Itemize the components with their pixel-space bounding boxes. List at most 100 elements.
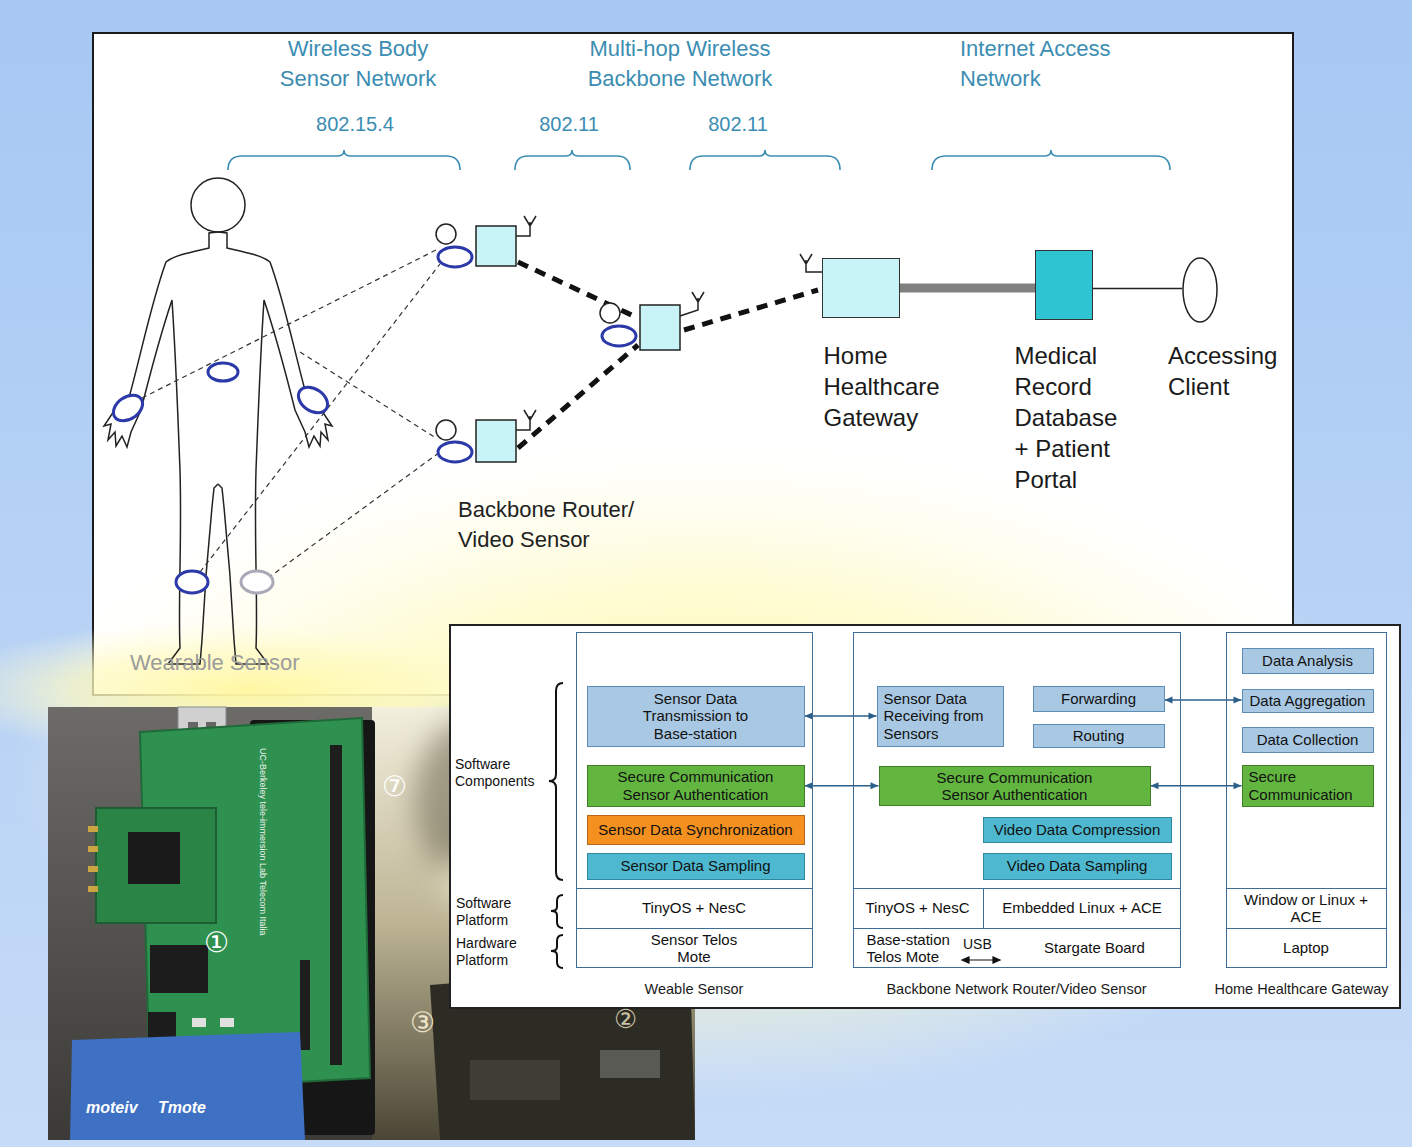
- sampling-box: Sensor Data Sampling: [587, 853, 805, 880]
- node-text: Base-station Telos Mote: [867, 931, 967, 966]
- svg-g: [218, 232, 332, 664]
- node-text: Video Data Sampling: [1007, 857, 1148, 874]
- video-box: Video Data Sampling: [983, 853, 1172, 880]
- security-box: Secure Communication Sensor Authenticati…: [879, 766, 1151, 807]
- router-label: Backbone Router/ Video Sensor: [458, 495, 658, 554]
- row-label: Hardware Platform: [456, 935, 548, 969]
- connector-line: [1151, 785, 1242, 786]
- arrow-head: [869, 712, 877, 719]
- svg-path: [516, 410, 536, 430]
- software-panel: [450, 625, 1400, 1008]
- node-text: Data Aggregation: [1250, 692, 1366, 709]
- video-box: Video Data Compression: [983, 817, 1172, 843]
- svg-polygon: [962, 957, 969, 963]
- client-oval: Accessing Client: [1182, 257, 1218, 323]
- network-heading: Multi-hop Wireless Backbone Network: [570, 34, 790, 93]
- svg-line: [518, 345, 638, 448]
- connector: [1151, 782, 1242, 789]
- svg-ellipse: [438, 442, 472, 462]
- column-title: Weable Sensor: [556, 980, 833, 999]
- svg-ellipse: [176, 571, 208, 593]
- arrow-head: [1234, 782, 1242, 789]
- svg-path: [515, 150, 630, 170]
- svg-rect: [300, 960, 310, 1050]
- node-text: Secure Communication Sensor Authenticati…: [927, 769, 1102, 804]
- software-box: Routing: [1033, 724, 1165, 748]
- board-silkscreen: UC-Berkeley tele-immersion Lab Telecom I…: [257, 748, 268, 935]
- svg-ellipse: [208, 363, 238, 381]
- connector: [900, 288, 1035, 289]
- svg-line: [684, 290, 818, 330]
- column-title: Backbone Network Router/Video Sensor: [853, 980, 1181, 999]
- node-text: Forwarding: [1061, 690, 1136, 707]
- svg-circle: [191, 178, 245, 232]
- svg-rect: [640, 305, 680, 350]
- connector-line: [805, 715, 877, 716]
- sensor-links: [142, 250, 440, 578]
- node-text: Window or Linux + ACE: [1240, 891, 1372, 926]
- hardware-cell: Stargate Board: [983, 928, 1181, 968]
- component-column: Home Healthcare GatewayData AnalysisData…: [1226, 632, 1387, 968]
- node-text: Embedded Linux + ACE: [1002, 899, 1162, 916]
- row-label: Software Platform: [456, 895, 548, 929]
- node-caption: Accessing Client: [1168, 340, 1288, 402]
- client-ellipse: [1183, 258, 1217, 322]
- human-figure: [104, 178, 332, 664]
- software-box: Sensor Data Receiving from Sensors: [877, 686, 1004, 747]
- node-text: Sensor Data Synchronization: [598, 821, 792, 838]
- svg-rect: [192, 1018, 206, 1027]
- svg-ellipse: [438, 247, 472, 267]
- security-box: Secure Communication: [1242, 765, 1374, 807]
- network-heading: Internet Access Network: [960, 34, 1140, 93]
- platform-cell: Embedded Linux + ACE: [983, 888, 1181, 928]
- component-column: Weable SensorSensor Data Transmission to…: [576, 632, 813, 968]
- svg-path: [690, 150, 840, 170]
- connector-line: [1165, 699, 1242, 700]
- board-brand: moteiv: [86, 1098, 138, 1117]
- node-text: Data Analysis: [1262, 652, 1353, 669]
- platform-braces: [549, 683, 563, 968]
- arrow-head: [871, 782, 879, 789]
- svg-path: [932, 150, 1170, 170]
- platform-cell: TinyOS + NesC: [576, 888, 813, 928]
- platform-cell: Window or Linux + ACE: [1226, 888, 1387, 928]
- svg-rect: [88, 866, 98, 872]
- node-text: Sensor Telos Mote: [644, 931, 744, 966]
- hardware-cell: Laptop: [1226, 928, 1387, 968]
- usb-arrow: [962, 957, 1000, 963]
- svg-path: [549, 683, 563, 880]
- svg-rect: [88, 886, 98, 892]
- node-text: Secure Communication: [1249, 768, 1367, 803]
- callout-number: ②: [614, 1004, 637, 1035]
- svg-circle: [600, 303, 620, 323]
- wearable-sensors: [109, 363, 333, 593]
- protocol-label: 802.11: [519, 112, 619, 136]
- connector: [1165, 696, 1242, 703]
- svg-ellipse: [294, 382, 333, 418]
- node-text: Secure Communication Sensor Authenticati…: [608, 768, 783, 803]
- node-text: Laptop: [1283, 939, 1329, 956]
- connector: [805, 782, 879, 789]
- callout-number: ⑦: [382, 770, 407, 804]
- node-text: Sensor Data Receiving from Sensors: [884, 690, 996, 742]
- svg-path: [218, 232, 332, 664]
- network-heading: Wireless Body Sensor Network: [273, 34, 443, 93]
- software-box: Forwarding: [1033, 686, 1165, 712]
- node-caption: Medical Record Database + Patient Portal: [1015, 340, 1127, 496]
- hardware-cell: Sensor Telos Mote: [576, 928, 813, 968]
- svg-rect: [128, 832, 180, 884]
- svg-path: [228, 150, 460, 170]
- data-box: Data Collection: [1242, 727, 1374, 753]
- svg-line: [268, 452, 440, 578]
- node-caption: Home Healthcare Gateway: [824, 340, 954, 434]
- svg-ellipse: [109, 390, 148, 426]
- arrow-head: [1234, 696, 1242, 703]
- connector-line: [1093, 288, 1182, 290]
- protocol-label: 802.11: [688, 112, 788, 136]
- platform-cell: TinyOS + NesC: [853, 888, 983, 928]
- connector-line: [900, 284, 1035, 293]
